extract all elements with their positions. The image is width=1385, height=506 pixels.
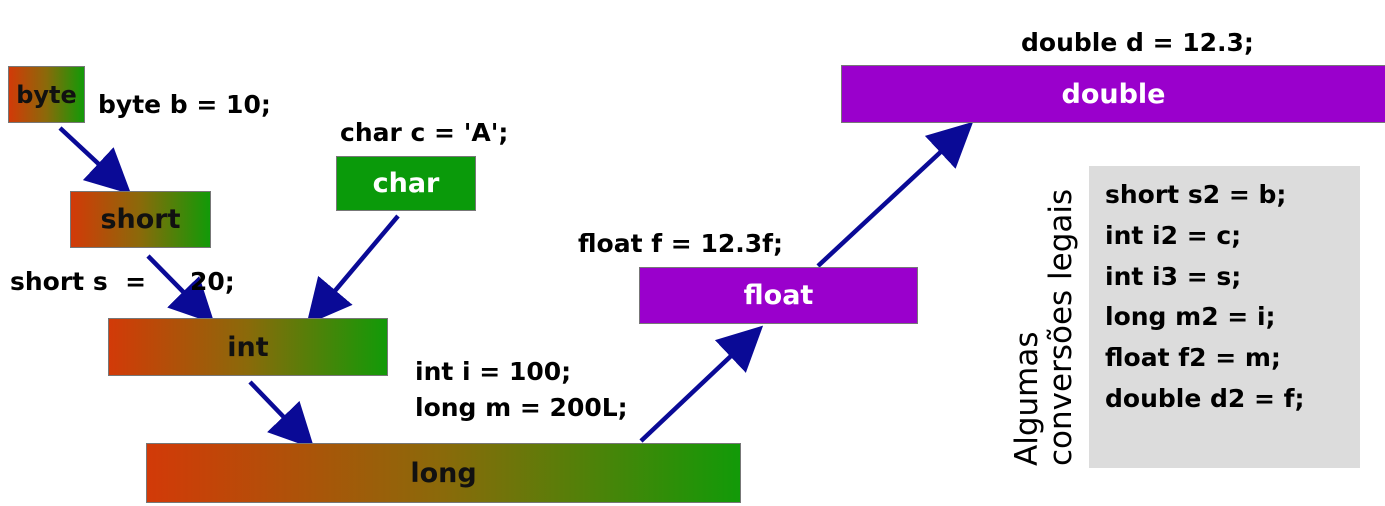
- conversion-line: double d2 = f;: [1105, 384, 1305, 413]
- conversion-line: short s2 = b;: [1105, 180, 1287, 209]
- title-line-2: conversões legais: [1043, 188, 1079, 466]
- short-box: short: [70, 191, 211, 248]
- char-box-label: char: [372, 168, 440, 199]
- legal-conversions-title: Algumas conversões legais: [1009, 166, 1079, 467]
- conversion-line: int i3 = s;: [1105, 262, 1242, 291]
- arrow-long-to-float: [639, 325, 764, 443]
- arrow-float-to-double: [816, 121, 974, 268]
- byte-declaration: byte b = 10;: [98, 90, 271, 119]
- conversion-line: long m2 = i;: [1105, 302, 1276, 331]
- long-declaration: long m = 200L;: [415, 393, 628, 422]
- char-box: char: [336, 156, 476, 211]
- byte-box-label: byte: [16, 80, 77, 109]
- arrow-byte-to-short: [58, 126, 132, 195]
- float-box: float: [639, 267, 918, 324]
- byte-box: byte: [8, 66, 85, 123]
- conversions-panel: short s2 = b; int i2 = c; int i3 = s; lo…: [1089, 166, 1360, 468]
- arrow-char-to-int: [306, 214, 400, 325]
- short-declaration-left: short s =: [10, 267, 147, 296]
- double-box-label: double: [1061, 78, 1166, 110]
- long-box-label: long: [410, 457, 477, 489]
- int-box: int: [108, 318, 388, 376]
- double-declaration: double d = 12.3;: [1021, 28, 1254, 57]
- float-box-label: float: [743, 280, 814, 311]
- char-declaration: char c = 'A';: [340, 118, 509, 147]
- arrow-int-to-long: [248, 380, 315, 449]
- double-box: double: [841, 65, 1385, 123]
- arrow-short-to-int: [146, 254, 215, 324]
- short-box-label: short: [100, 204, 181, 235]
- float-declaration: float f = 12.3f;: [578, 229, 784, 258]
- conversion-line: int i2 = c;: [1105, 221, 1242, 250]
- int-declaration: int i = 100;: [415, 357, 572, 386]
- title-line-1: Algumas: [1009, 331, 1045, 467]
- conversion-line: float f2 = m;: [1105, 343, 1281, 372]
- long-box: long: [146, 443, 741, 503]
- short-declaration-right: 20;: [190, 267, 235, 296]
- int-box-label: int: [227, 331, 269, 363]
